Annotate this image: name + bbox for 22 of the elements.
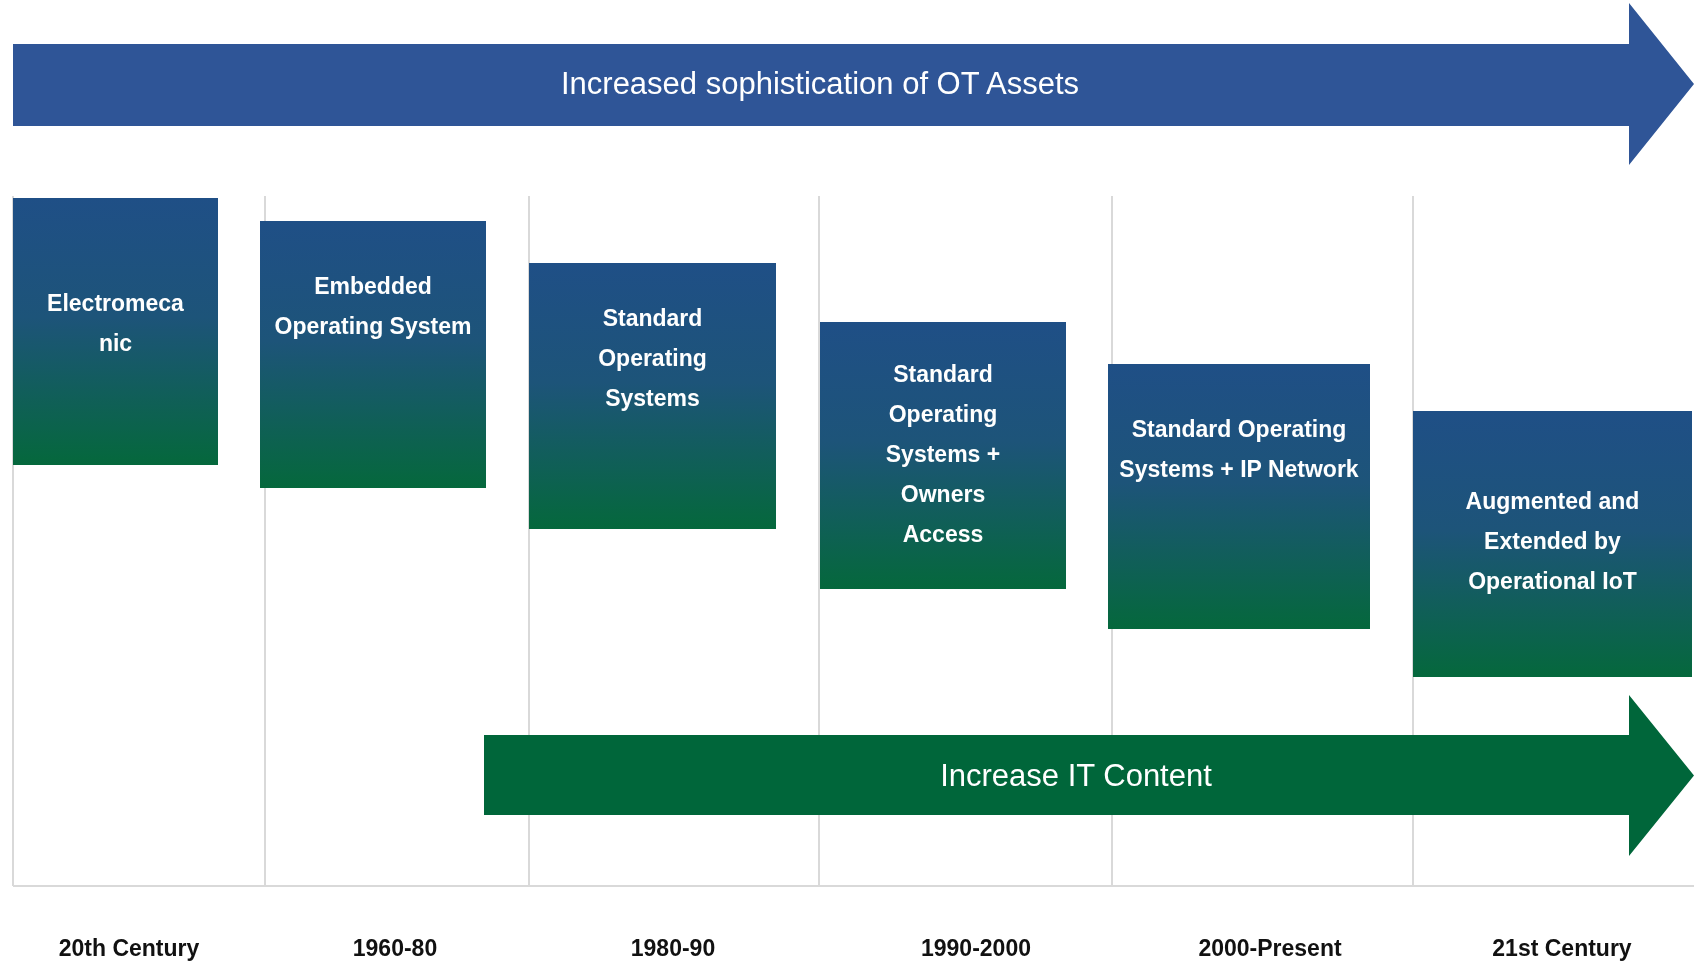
stage-box — [529, 263, 776, 529]
arrow-banner — [13, 3, 1694, 165]
stage-text: Standard Operating Systems + Owners Access — [884, 360, 1002, 549]
stage-text: Standard Operating Systems + IP Network — [1119, 415, 1359, 484]
stage-box — [13, 198, 218, 465]
stage-text: Augmented and Extended by Operational IoT — [1464, 487, 1641, 596]
stage-text: Embedded Operating System — [273, 272, 473, 341]
stage-text: Electromeca nic — [46, 289, 185, 358]
stage-box — [260, 221, 486, 488]
stage-box — [1413, 411, 1692, 677]
period-label: 20th Century — [57, 935, 201, 962]
arrow-banner — [484, 695, 1694, 856]
banner-text: Increased sophistication of OT Assets — [560, 66, 1080, 102]
period-label: 2000-Present — [1197, 935, 1343, 962]
period-label: 1980-90 — [629, 935, 717, 962]
stage-box — [1108, 364, 1370, 629]
stage-box — [820, 322, 1066, 589]
period-label: 1990-2000 — [920, 935, 1032, 962]
stage-text: Standard Operating Systems — [597, 304, 708, 413]
banner-text: Increase IT Content — [940, 757, 1212, 794]
period-label: 1960-80 — [351, 935, 439, 962]
period-label: 21st Century — [1491, 935, 1633, 962]
